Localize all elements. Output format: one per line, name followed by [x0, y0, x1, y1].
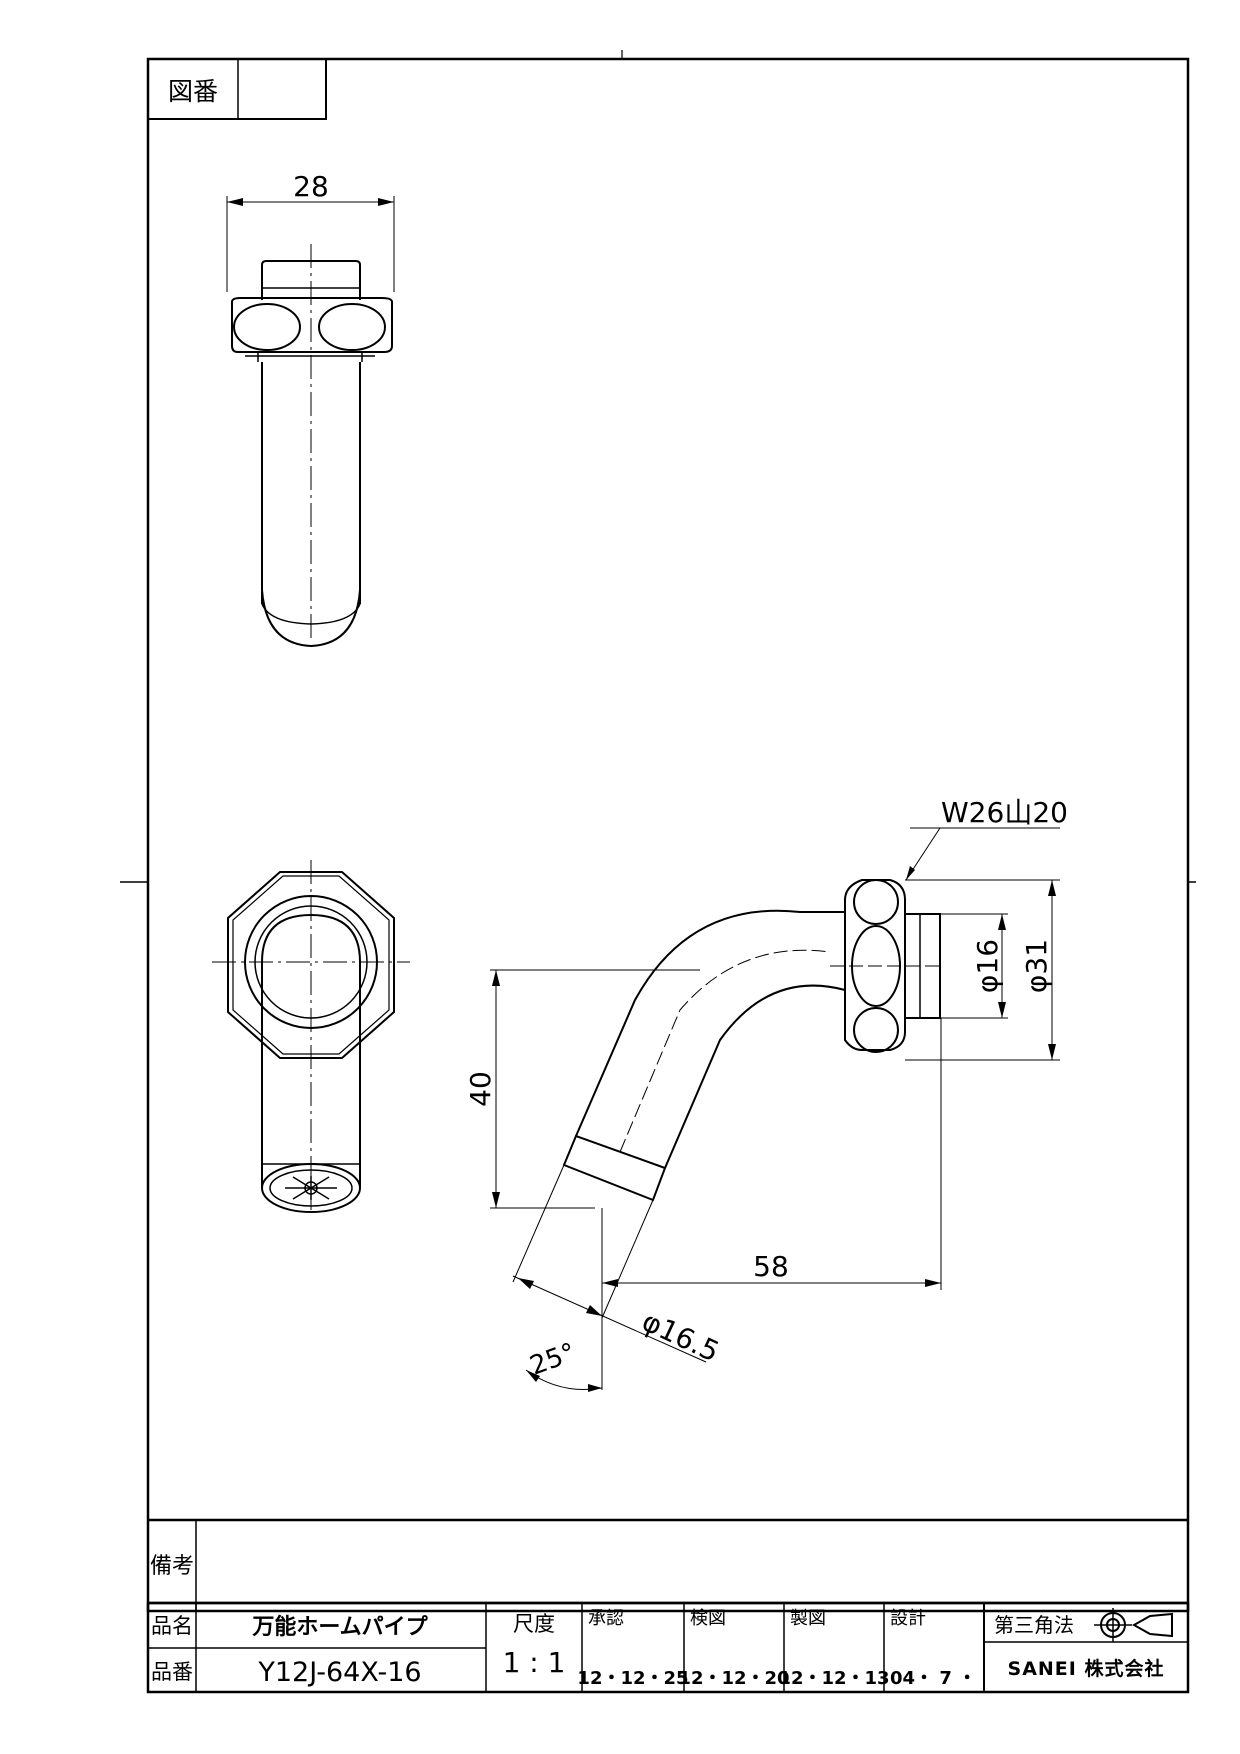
dim-angle: 25° [526, 1338, 580, 1382]
drawing-number-label: 図番 [168, 77, 218, 106]
checked-date: 12・12・20 [678, 1668, 789, 1689]
product-no-label: 品番 [151, 1660, 193, 1684]
approved-label: 承認 [588, 1608, 624, 1629]
dim-height: 40 [464, 1071, 497, 1107]
front-view [212, 860, 410, 1213]
product-name: 万能ホームパイプ [251, 1614, 428, 1640]
title-block [148, 1518, 1188, 1611]
drawing-border [120, 50, 1196, 1613]
company-name: SANEI 株式会社 [1008, 1657, 1165, 1680]
side-view-dimensions [490, 827, 1060, 1392]
dim-tip-dia: φ16.5 [637, 1304, 724, 1368]
top-view [226, 196, 395, 648]
dim-inner-dia: φ16 [971, 939, 1004, 993]
product-no: Y12J-64X-16 [257, 1657, 421, 1688]
third-angle-projection-icon [1094, 1608, 1173, 1642]
drafted-label: 製図 [790, 1608, 826, 1629]
scale-value: 1 : 1 [503, 1646, 566, 1679]
dim-outer-dia: φ31 [1020, 939, 1053, 993]
drawing-number-box: 図番 [147, 58, 327, 120]
title-block-grid [146, 1601, 1190, 1694]
designed-date: 04・ 7 ・ [890, 1668, 976, 1689]
drafted-date: 12・12・13 [778, 1668, 889, 1689]
projection-label: 第三角法 [994, 1613, 1074, 1637]
designed-label: 設計 [890, 1608, 926, 1629]
product-name-label: 品名 [151, 1614, 193, 1638]
checked-label: 検図 [690, 1608, 726, 1629]
remarks-label: 備考 [150, 1554, 194, 1579]
scale-label: 尺度 [513, 1612, 555, 1636]
approved-date: 12・12・25 [577, 1668, 688, 1689]
dim-length: 58 [753, 1250, 789, 1283]
side-view [562, 879, 941, 1202]
dim-thread-spec: W26山20 [941, 796, 1068, 829]
dim-top-width: 28 [293, 170, 329, 203]
